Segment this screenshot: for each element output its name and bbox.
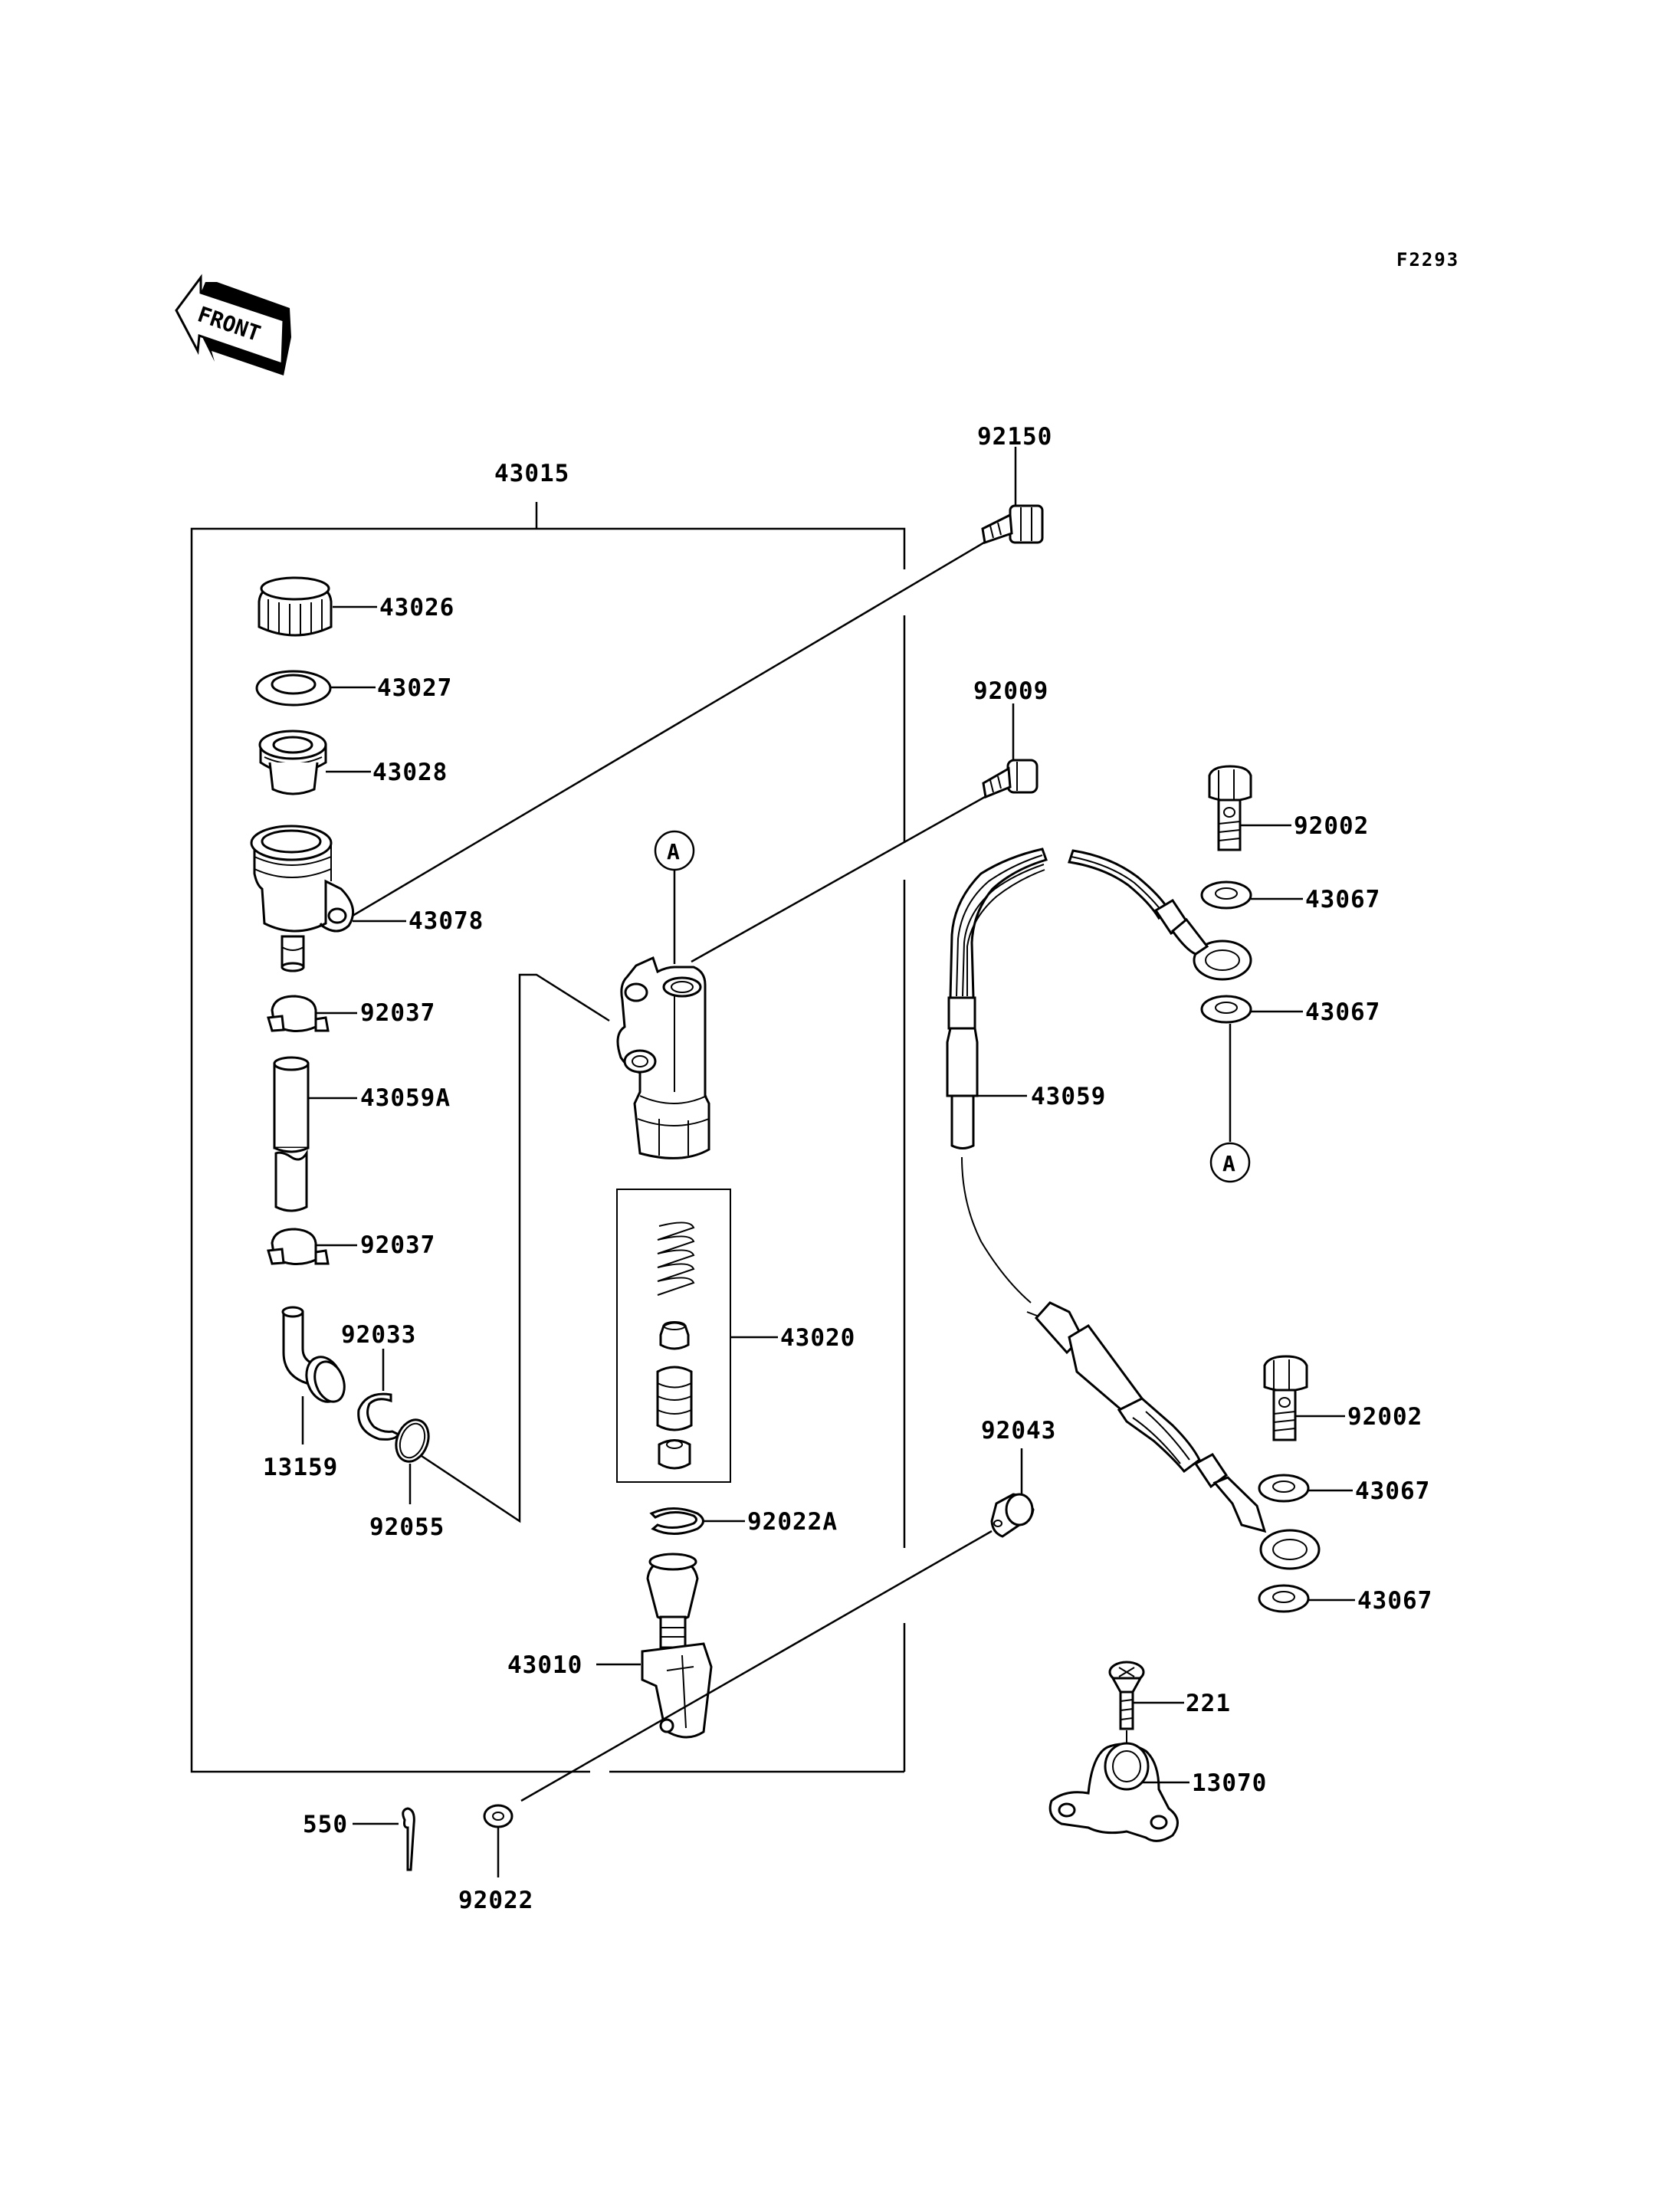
label-43028: 43028 [372,759,448,786]
piston-kit-43020 [616,1189,731,1483]
banjo-bolt-92002-top [1208,765,1252,851]
clevis-pin-92043 [990,1493,1035,1538]
reservoir-holder-13070 [1048,1742,1179,1842]
washer-43067-4 [1258,1584,1310,1613]
label-92037-top: 92037 [360,999,435,1027]
label-43067-3: 43067 [1355,1477,1430,1505]
label-92022: 92022 [458,1887,533,1914]
hose-43059A [273,1056,310,1212]
label-43026: 43026 [379,594,454,621]
label-13159: 13159 [263,1454,338,1481]
marker-a-top: A [654,830,695,871]
bolt-92009 [982,759,1039,799]
marker-a-top-label: A [667,839,680,864]
screw-221 [1108,1661,1145,1730]
push-rod-43010 [641,1553,713,1739]
diaphragm-43028 [258,730,327,795]
label-92009: 92009 [973,677,1048,705]
label-92055: 92055 [369,1513,445,1541]
brake-hose-43059-lower [1034,1301,1321,1570]
reservoir-43078 [250,825,355,972]
label-43020: 43020 [780,1324,855,1352]
master-cylinder-body [616,956,710,1159]
label-43059A: 43059A [360,1084,451,1112]
reservoir-cap-43026 [258,576,333,637]
assembly-43015-bracket [190,502,906,1773]
hose-clamp-92037-bottom [267,1228,330,1265]
figure-code: F2293 [1396,249,1459,271]
bolt-92150 [981,504,1044,544]
marker-a-bottom-label: A [1222,1151,1235,1176]
label-43067-1: 43067 [1305,886,1380,913]
banjo-bolt-92002-bottom [1263,1355,1308,1441]
label-13070: 13070 [1192,1769,1267,1797]
circlip-92033 [357,1392,401,1441]
label-92002-top: 92002 [1294,812,1369,840]
label-550: 550 [303,1811,348,1838]
label-43059: 43059 [1031,1083,1106,1110]
label-92033: 92033 [341,1321,416,1349]
label-43078: 43078 [409,907,484,935]
hose-clamp-92037-top [267,995,330,1032]
label-92037-bottom: 92037 [360,1231,435,1259]
label-43010: 43010 [507,1651,582,1679]
label-221: 221 [1186,1690,1231,1717]
label-92043: 92043 [981,1417,1056,1444]
marker-a-bottom: A [1209,1142,1251,1183]
label-43067-2: 43067 [1305,998,1380,1026]
washer-43067-1 [1200,880,1252,910]
washer-43067-3 [1258,1474,1310,1503]
cotter-pin-550 [402,1807,415,1871]
washer-43067-2 [1200,995,1252,1024]
circlip-92022A [649,1507,704,1535]
diaphragm-plate-43027 [255,670,332,707]
label-43027: 43027 [377,674,452,702]
label-43067-4: 43067 [1357,1587,1432,1615]
label-43015: 43015 [494,460,569,487]
label-92150: 92150 [977,423,1052,451]
label-92002-bottom: 92002 [1347,1403,1422,1431]
brake-hose-43059 [946,848,1252,1330]
elbow-fitting-13159 [281,1306,346,1403]
label-92022A: 92022A [747,1508,838,1536]
o-ring-92055 [395,1418,430,1463]
washer-92022 [483,1804,514,1828]
front-arrow-icon: FRONT [175,274,291,375]
